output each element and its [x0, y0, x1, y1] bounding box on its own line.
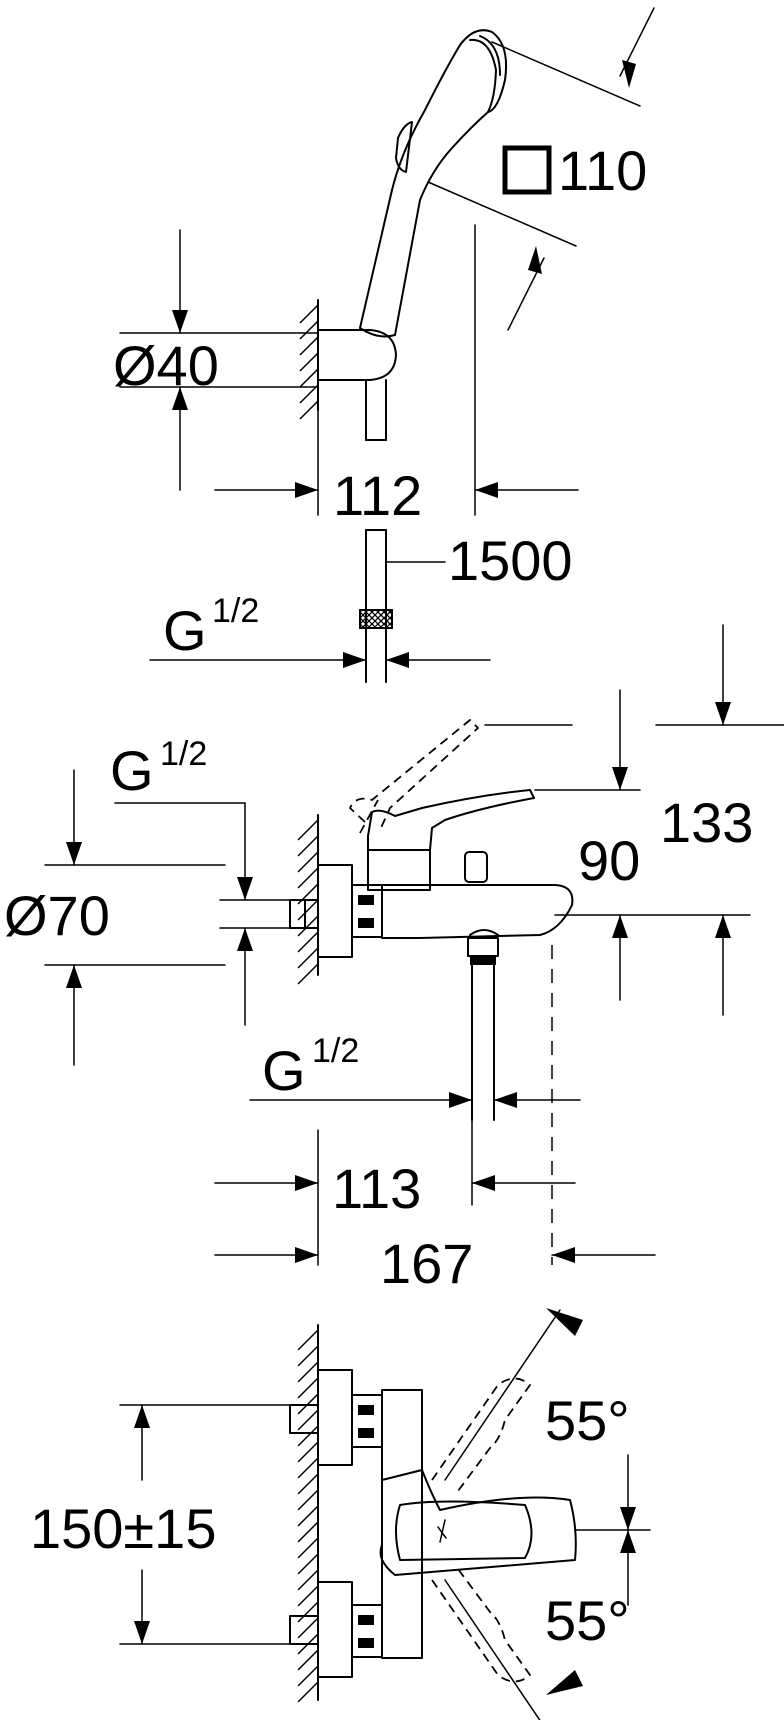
thread-low-frac: 1/2	[312, 1032, 359, 1070]
dim-110-label: 110	[558, 139, 647, 202]
mixer-rosette	[289, 864, 353, 958]
dim-167: 167	[214, 945, 656, 1295]
rosette-top	[289, 1369, 383, 1466]
wall-hatch-top	[299, 299, 319, 420]
mixer-lever-open	[349, 719, 479, 834]
dim-113-label: 113	[332, 1157, 421, 1220]
thread-top-frac: 1/2	[212, 592, 259, 630]
mixer-top-body	[379, 1389, 651, 1659]
dim-thread-low: G 1/2	[249, 1032, 581, 1108]
dim-112: 112	[214, 224, 579, 527]
dim-150: 150±15	[30, 1404, 291, 1645]
rosette-bottom	[289, 1581, 383, 1678]
dim-thread-top: G 1/2	[149, 592, 491, 668]
thread-mid-g: G	[110, 739, 154, 802]
dim-133-label: 133	[660, 791, 753, 854]
dim-1500-label: 1500	[448, 529, 573, 592]
mixer-lever	[367, 789, 535, 851]
dim-dia-70: Ø70	[4, 769, 226, 1066]
dim-113: 113	[214, 1119, 576, 1266]
shower-hose: 1500	[359, 529, 573, 683]
dim-90: 90	[484, 689, 751, 1001]
wall-hatch-bottom	[297, 1324, 319, 1703]
dim-dia-70-label: Ø70	[4, 884, 110, 947]
dim-90-label: 90	[578, 829, 640, 892]
shower-holder	[317, 329, 397, 381]
hand-shower-view: 110 Ø40 112 150	[113, 7, 655, 683]
thread-mid-frac: 1/2	[160, 735, 207, 773]
mixer-top-view: 55° 55° 150±15	[30, 1308, 651, 1720]
angle-lower-label: 55°	[545, 1589, 630, 1652]
thread-top-g: G	[163, 599, 207, 662]
dim-150-label: 150±15	[30, 1497, 216, 1560]
dim-112-label: 112	[333, 464, 422, 527]
angle-upper-label: 55°	[545, 1389, 630, 1452]
hand-shower	[359, 29, 508, 441]
dim-110: 110	[427, 7, 655, 331]
thread-low-g: G	[262, 1039, 306, 1102]
lever-rotation-upper	[431, 1308, 583, 1496]
dim-dia-40-label: Ø40	[113, 334, 219, 397]
square-symbol-icon	[502, 145, 552, 195]
dim-167-label: 167	[380, 1232, 473, 1295]
lever-rotation-lower	[431, 1564, 583, 1720]
dim-133: 133	[655, 624, 784, 1016]
mixer-side-view: G 1/2 Ø70 90	[4, 624, 784, 1295]
mixer-body	[351, 849, 574, 1121]
angle-arrows: 55° 55°	[545, 1389, 636, 1652]
dim-dia-40: Ø40	[113, 229, 319, 491]
dim-thread-mid: G 1/2	[110, 735, 291, 1026]
